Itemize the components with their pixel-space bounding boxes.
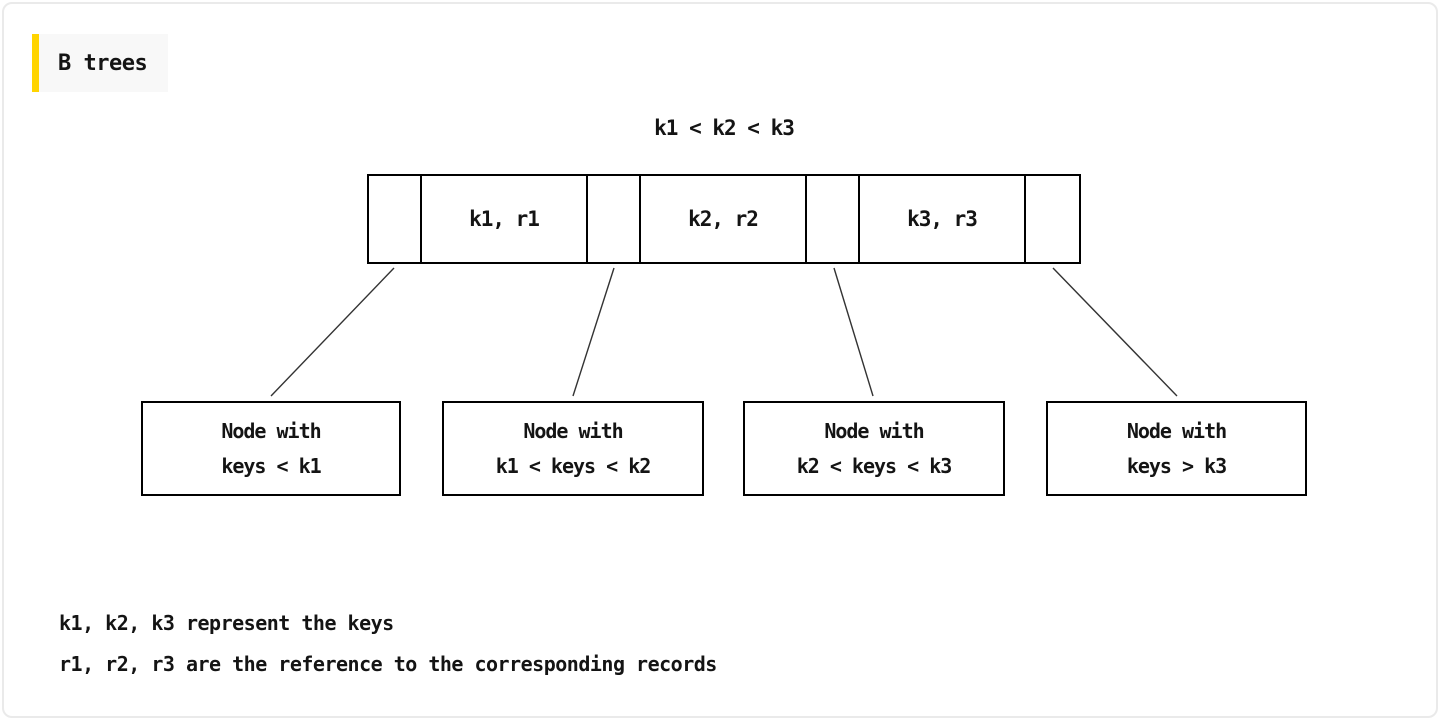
connector-line-3 [833, 267, 874, 397]
connector-line-4 [1052, 267, 1178, 397]
child-node-1: Node with keys < k1 [141, 401, 401, 496]
child-node-range: k1 < keys < k2 [495, 453, 652, 478]
title-block: B trees [32, 34, 168, 92]
child-node-2: Node with k1 < keys < k2 [442, 401, 704, 496]
root-pointer-cell-3 [807, 176, 860, 262]
connector-line-1 [270, 267, 395, 397]
child-node-range: k2 < keys < k3 [796, 453, 953, 478]
child-node-title: Node with [221, 418, 321, 443]
legend-notes: k1, k2, k3 represent the keys r1, r2, r3… [59, 603, 717, 685]
child-node-title: Node with [1126, 418, 1227, 443]
note-keys: k1, k2, k3 represent the keys [59, 611, 394, 635]
title-accent-bar [32, 34, 39, 92]
root-node: k1, r1 k2, r2 k3, r3 [367, 174, 1081, 264]
child-node-title: Node with [523, 418, 623, 443]
child-node-title: Node with [824, 418, 924, 443]
root-pointer-cell-2 [588, 176, 641, 262]
note-records: r1, r2, r3 are the reference to the corr… [59, 652, 717, 676]
child-node-range: keys > k3 [1126, 453, 1227, 478]
key-order-heading: k1 < k2 < k3 [654, 116, 795, 140]
root-pointer-cell-1 [369, 176, 422, 262]
connector-line-2 [572, 267, 615, 397]
child-node-range: keys < k1 [221, 453, 321, 478]
child-node-4: Node with keys > k3 [1046, 401, 1307, 496]
root-key-cell-1: k1, r1 [422, 176, 588, 262]
root-key-cell-3: k3, r3 [860, 176, 1026, 262]
page-title: B trees [39, 34, 168, 92]
root-key-cell-2: k2, r2 [641, 176, 807, 262]
child-node-3: Node with k2 < keys < k3 [743, 401, 1005, 496]
root-pointer-cell-4 [1026, 176, 1079, 262]
